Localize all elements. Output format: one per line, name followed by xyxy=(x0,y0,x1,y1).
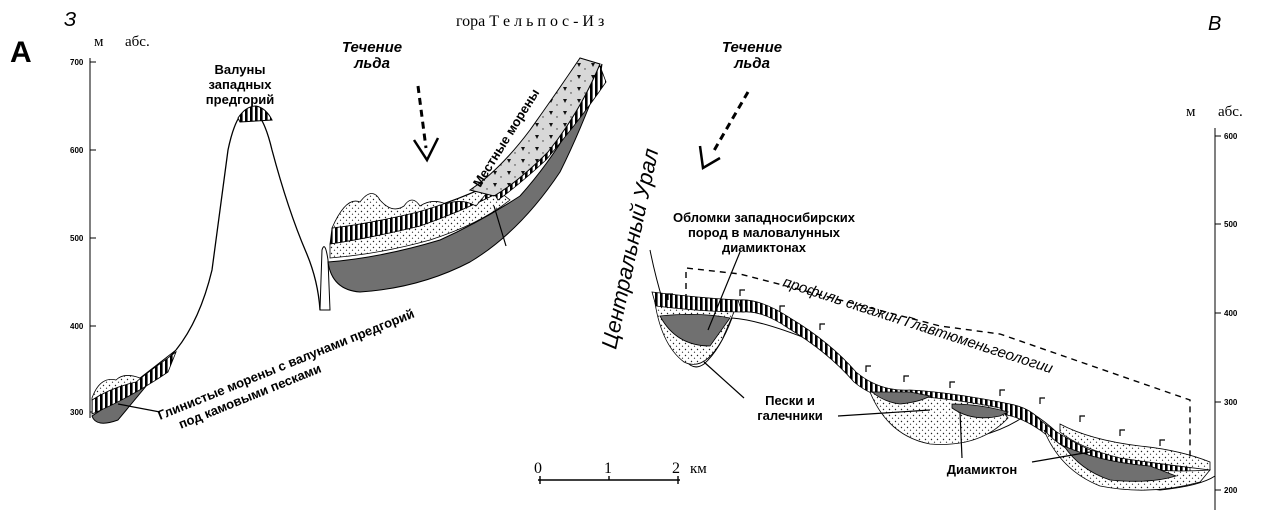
left-altitude-axis: м абс. 700 600 500 400 300 xyxy=(70,34,150,418)
ice-flow-label-right: Течение льда xyxy=(722,39,782,72)
right-tick-200: 200 xyxy=(1224,486,1238,495)
ice-flow-arrow-left xyxy=(414,86,438,160)
boulders-line3: предгорий xyxy=(206,92,274,107)
clay-moraines-label: Глинистые морены с валунами предгорий по… xyxy=(156,306,423,438)
ice-flow-left-line2: льда xyxy=(353,55,390,72)
fragments-line2: пород в маловалунных xyxy=(688,225,841,240)
scale-bar: 0 1 2 км xyxy=(534,460,707,484)
left-tick-300: 300 xyxy=(70,408,84,417)
right-axis-unit-suffix: абс. xyxy=(1218,104,1243,120)
ice-flow-left-line1: Течение xyxy=(342,39,402,56)
peak xyxy=(176,106,330,350)
middle-slope xyxy=(328,58,606,292)
ice-flow-label-left: Течение льда xyxy=(342,39,402,72)
mountain-title: гора Т е л ь п о с - И з xyxy=(456,13,604,30)
scale-label-1: 1 xyxy=(604,460,612,477)
fragments-line3: диамиктонах xyxy=(722,240,807,255)
fragments-line1: Обломки западносибирских xyxy=(673,210,856,225)
left-axis-unit-suffix: абс. xyxy=(125,34,150,50)
clay-moraines-line1: Глинистые морены с валунами предгорий xyxy=(156,306,417,423)
direction-west: З xyxy=(64,9,76,31)
scale-label-0: 0 xyxy=(534,460,542,477)
diamicton-label: Диамиктон xyxy=(947,462,1018,477)
left-tick-600: 600 xyxy=(70,146,84,155)
ice-flow-right-line1: Течение xyxy=(722,39,782,56)
panel-letter: А xyxy=(10,36,32,69)
right-altitude-axis: м абс. 600 500 400 300 200 xyxy=(1186,104,1243,510)
left-axis-unit: м xyxy=(94,34,104,50)
right-axis-unit: м xyxy=(1186,104,1196,120)
right-tick-300: 300 xyxy=(1224,398,1238,407)
right-tick-400: 400 xyxy=(1224,309,1238,318)
boulders-label: Валуны западных предгорий xyxy=(206,62,274,107)
scale-unit: км xyxy=(690,461,707,477)
right-tick-600: 600 xyxy=(1224,132,1238,141)
sands-line1: Пески и xyxy=(765,393,815,408)
borehole-profile-label: профиль скважин Главтюменьгеологии xyxy=(781,274,1056,378)
direction-east: В xyxy=(1208,13,1221,35)
sands-label: Пески и галечники xyxy=(757,393,823,423)
sands-line2: галечники xyxy=(757,408,823,423)
scale-label-2: 2 xyxy=(672,460,680,477)
right-profile xyxy=(650,250,1215,490)
left-tick-400: 400 xyxy=(70,322,84,331)
left-tick-700: 700 xyxy=(70,58,84,67)
right-tick-500: 500 xyxy=(1224,220,1238,229)
left-tick-500: 500 xyxy=(70,234,84,243)
boulders-line1: Валуны xyxy=(215,62,266,77)
ice-flow-arrow-right xyxy=(700,92,748,168)
ice-flow-right-line2: льда xyxy=(733,55,770,72)
central-ural-label: Центральный Урал xyxy=(596,146,663,351)
fragments-label: Обломки западносибирских пород в маловал… xyxy=(673,210,856,255)
boulders-line2: западных xyxy=(208,77,272,92)
